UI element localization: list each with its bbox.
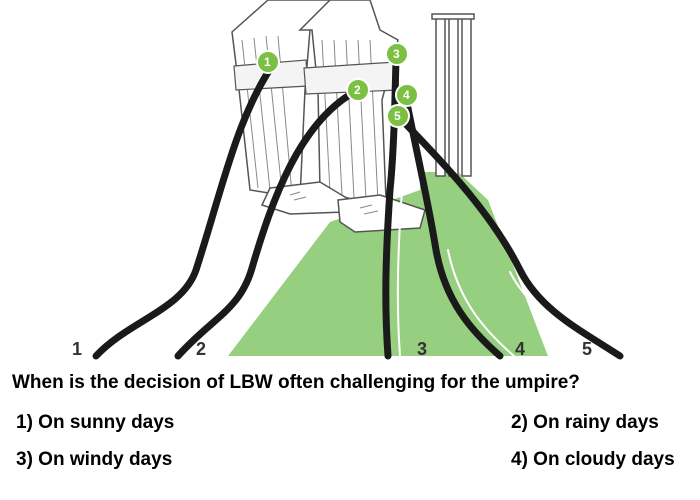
ball-path-2 bbox=[174, 86, 362, 360]
option-1[interactable]: 1) On sunny days bbox=[16, 412, 175, 433]
batsman-legs-icon bbox=[231, 0, 426, 233]
svg-text:5: 5 bbox=[394, 109, 401, 123]
svg-text:4: 4 bbox=[403, 88, 410, 102]
svg-text:2: 2 bbox=[354, 83, 361, 97]
stumps-icon bbox=[431, 13, 475, 177]
ball-path-4 bbox=[402, 94, 504, 360]
lbw-illustration: 1 2 3 4 5 1 2 3 4 5 bbox=[72, 0, 624, 360]
impact-marker-3: 3 bbox=[385, 42, 409, 66]
impact-marker-1: 1 bbox=[256, 50, 280, 74]
path-label-4: 4 bbox=[515, 339, 525, 359]
option-4[interactable]: 4) On cloudy days bbox=[511, 449, 675, 470]
impact-marker-5: 5 bbox=[386, 104, 410, 128]
path-label-2: 2 bbox=[196, 339, 206, 359]
ball-paths bbox=[92, 54, 624, 360]
ball-path-1 bbox=[92, 62, 276, 360]
ball-path-5 bbox=[396, 114, 624, 360]
impact-marker-4: 4 bbox=[395, 83, 419, 107]
path-label-1: 1 bbox=[72, 339, 82, 359]
option-3[interactable]: 3) On windy days bbox=[16, 449, 173, 470]
question-text: When is the decision of LBW often challe… bbox=[12, 372, 580, 393]
svg-text:3: 3 bbox=[393, 47, 400, 61]
path-label-3: 3 bbox=[417, 339, 427, 359]
option-2[interactable]: 2) On rainy days bbox=[511, 412, 659, 433]
impact-marker-2: 2 bbox=[346, 78, 370, 102]
path-label-5: 5 bbox=[582, 339, 592, 359]
svg-text:1: 1 bbox=[264, 55, 271, 69]
ball-path-3 bbox=[382, 54, 400, 360]
